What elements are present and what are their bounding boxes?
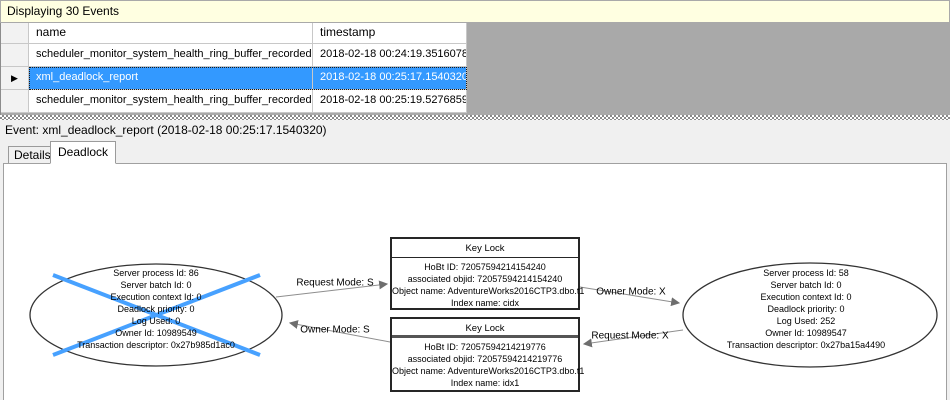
cell-timestamp[interactable]: 2018-02-18 00:25:19.5276859 xyxy=(313,90,467,113)
resource-node-key-lock-top: Key Lock HoBt ID: 72057594214154240 asso… xyxy=(390,237,585,310)
deadlock-graph-panel: Server process Id: 86 Server batch Id: 0… xyxy=(3,163,947,400)
cell-name[interactable]: scheduler_monitor_system_health_ring_buf… xyxy=(29,44,313,67)
table-row[interactable]: scheduler_monitor_system_health_ring_buf… xyxy=(1,44,950,67)
current-row-arrow-icon: ▶ xyxy=(11,72,18,83)
events-info-bar: Displaying 30 Events xyxy=(0,0,950,23)
process-attr: Deadlock priority: 0 xyxy=(767,304,845,314)
edge-request-x-line xyxy=(582,329,684,348)
column-header-name[interactable]: name xyxy=(29,23,313,44)
resource-attr: Index name: idx1 xyxy=(450,378,520,388)
process-attr: Deadlock priority: 0 xyxy=(117,304,195,314)
events-grid: name timestamp scheduler_monitor_system_… xyxy=(0,23,950,115)
horizontal-splitter[interactable] xyxy=(0,115,950,120)
grid-corner-cell xyxy=(1,23,29,44)
cell-timestamp[interactable]: 2018-02-18 00:24:19.3516078 xyxy=(313,44,467,67)
event-summary: Event: xml_deadlock_report (2018-02-18 0… xyxy=(0,121,950,140)
edge-owner-s-line xyxy=(288,320,391,343)
process-attr: Transaction descriptor: 0x27b985d1ac0 xyxy=(77,340,235,350)
resource-attr: Object name: AdventureWorks2016CTP3.dbo.… xyxy=(392,366,585,376)
edge-owner-x-line xyxy=(579,286,681,307)
process-node-ellipse xyxy=(682,262,938,368)
edge-request-s-line xyxy=(275,280,389,298)
grid-header-row: name timestamp xyxy=(1,23,950,44)
tab-deadlock[interactable]: Deadlock xyxy=(50,141,117,164)
process-attr: Owner Id: 10989547 xyxy=(765,328,847,338)
edge-label-request-mode-s: Request Mode: S xyxy=(296,277,374,289)
process-node: Server process Id: 58 Server batch Id: 0… xyxy=(686,267,926,351)
resource-attr: associated objid: 72057594214154240 xyxy=(407,274,563,284)
process-attr: Owner Id: 10989549 xyxy=(115,328,197,338)
resource-title: Key Lock xyxy=(392,239,578,258)
victim-cross-icon xyxy=(52,273,261,357)
process-node-victim: Server process Id: 86 Server batch Id: 0… xyxy=(36,267,276,351)
resource-node-key-lock-bottom: Key Lock HoBt ID: 72057594214219776 asso… xyxy=(390,317,585,392)
process-attr: Server process Id: 86 xyxy=(113,268,199,278)
deadlock-graph-canvas xyxy=(29,262,938,368)
cell-name[interactable]: xml_deadlock_report xyxy=(29,67,313,90)
cell-timestamp[interactable]: 2018-02-18 00:25:17.1540320 xyxy=(313,67,467,90)
process-attr: Log Used: 252 xyxy=(776,316,836,326)
edge-label-owner-mode-x: Owner Mode: X xyxy=(596,286,666,298)
resource-title: Key Lock xyxy=(392,319,578,338)
row-selector[interactable] xyxy=(1,44,29,67)
process-attr: Log Used: 0 xyxy=(131,316,181,326)
column-header-timestamp[interactable]: timestamp xyxy=(313,23,467,44)
row-selector[interactable] xyxy=(1,90,29,113)
process-attr: Server batch Id: 0 xyxy=(770,280,842,290)
edge-label-request-mode-x: Request Mode: X xyxy=(591,330,669,342)
process-attr: Server process Id: 58 xyxy=(763,268,849,278)
process-attr: Execution context Id: 0 xyxy=(110,292,202,302)
row-selector[interactable]: ▶ xyxy=(1,67,29,90)
process-attr: Server batch Id: 0 xyxy=(120,280,192,290)
process-attr: Transaction descriptor: 0x27ba15a4490 xyxy=(726,340,886,350)
resource-attr: associated objid: 72057594214219776 xyxy=(407,354,563,364)
resource-attr: Index name: cidx xyxy=(450,298,520,308)
table-row[interactable]: scheduler_monitor_system_health_ring_buf… xyxy=(1,90,950,113)
process-attr: Execution context Id: 0 xyxy=(760,292,852,302)
table-row-selected[interactable]: ▶ xml_deadlock_report 2018-02-18 00:25:1… xyxy=(1,67,950,90)
resource-attr: HoBt ID: 72057594214154240 xyxy=(424,262,546,272)
resource-attr: Object name: AdventureWorks2016CTP3.dbo.… xyxy=(392,286,585,296)
edge-label-owner-mode-s: Owner Mode: S xyxy=(300,324,370,336)
cell-name[interactable]: scheduler_monitor_system_health_ring_buf… xyxy=(29,90,313,113)
resource-attr: HoBt ID: 72057594214219776 xyxy=(424,342,546,352)
